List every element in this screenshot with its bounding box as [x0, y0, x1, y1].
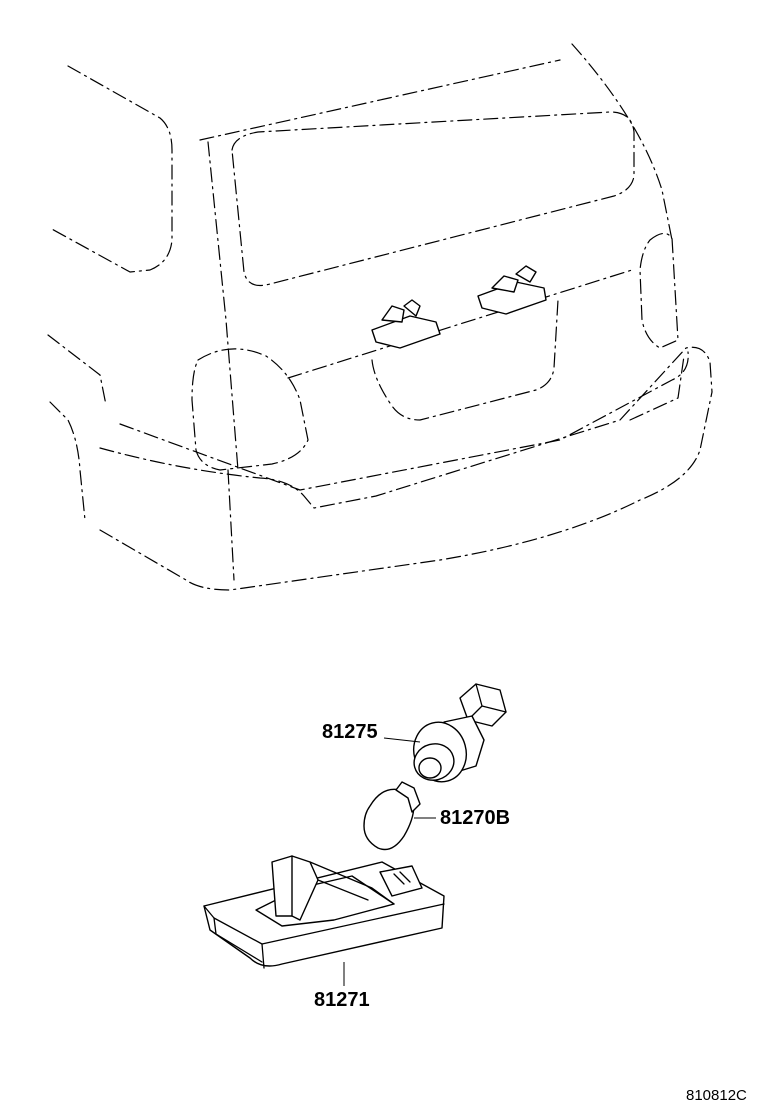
socket-leader-line [383, 737, 421, 743]
lamp-on-vehicle-left [371, 299, 441, 349]
socket-illustration [413, 683, 507, 783]
part-number-socket: 81275 [322, 721, 378, 743]
part-number-lamp-assembly: 81271 [314, 989, 370, 1011]
figure-code: 810812C [686, 1087, 747, 1104]
part-number-bulb: 81270B [440, 807, 510, 829]
bulb-illustration [363, 781, 421, 851]
lamp-on-vehicle-right [477, 265, 547, 315]
lamp-assembly-illustration [203, 855, 445, 969]
vehicle-rear-outline [47, 43, 713, 591]
